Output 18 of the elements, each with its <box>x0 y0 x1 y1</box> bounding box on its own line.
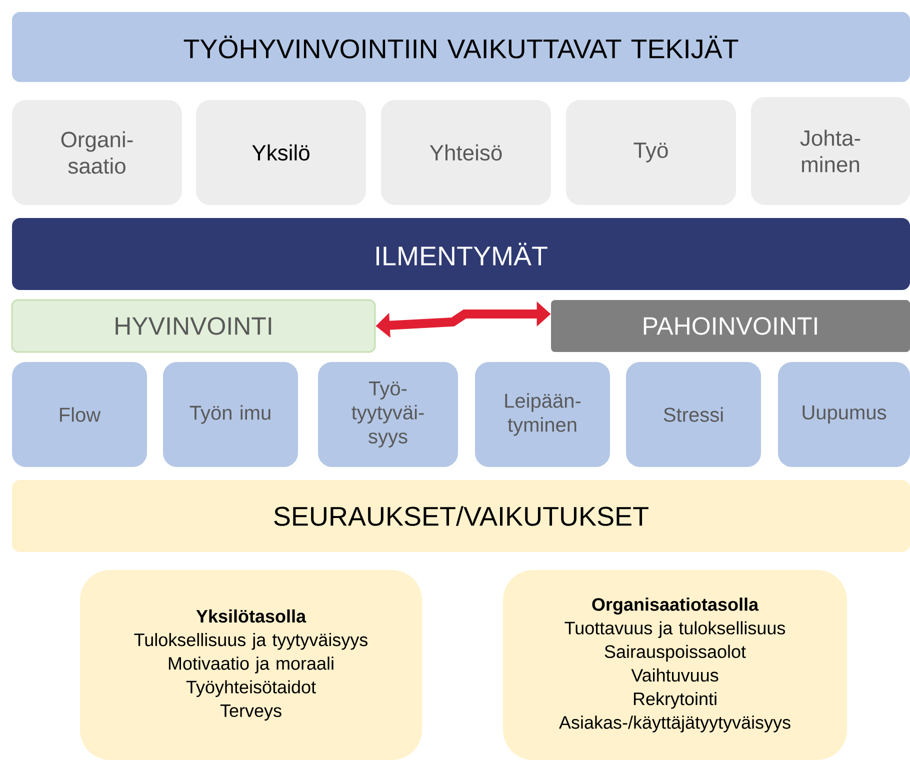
illbeing-band: PAHOINVOINTI <box>551 300 910 352</box>
state-box: Flow <box>12 362 147 467</box>
title-band: TYÖHYVINVOINTIIN VAIKUTTAVAT TEKIJÄT <box>12 12 910 82</box>
outcome-box: Organisaatiotasolla Tuottavuus ja tuloksellisuus Sairauspoissaolot Vaihtuvuus Rekrytointi Asiakas-/käyttäjätyytyväisyys <box>503 570 847 760</box>
state-box: Leipään- tyminen <box>475 362 610 467</box>
wellbeing-band: HYVINVOINTI <box>11 299 376 353</box>
state-box: Uupumus <box>778 362 910 467</box>
state-box: Työ- tyytyväi- syys <box>318 362 458 467</box>
category-box: Yksilö <box>196 100 366 205</box>
section-band: SEURAUKSET/VAIKUTUKSET <box>12 480 910 552</box>
category-box: Työ <box>566 100 736 205</box>
outcome-box: Yksilötasolla Tuloksellisuus ja tyytyväisyys Motivaatio ja moraali Työyhteisötaidot Terveys <box>80 570 422 760</box>
state-box: Stressi <box>626 362 761 467</box>
section-band: ILMENTYMÄT <box>12 218 910 290</box>
state-box: Työn imu <box>163 362 298 467</box>
category-box: Organi- saatio <box>12 100 182 205</box>
category-box: Yhteisö <box>381 100 551 205</box>
category-box: Johta- minen <box>751 97 910 205</box>
